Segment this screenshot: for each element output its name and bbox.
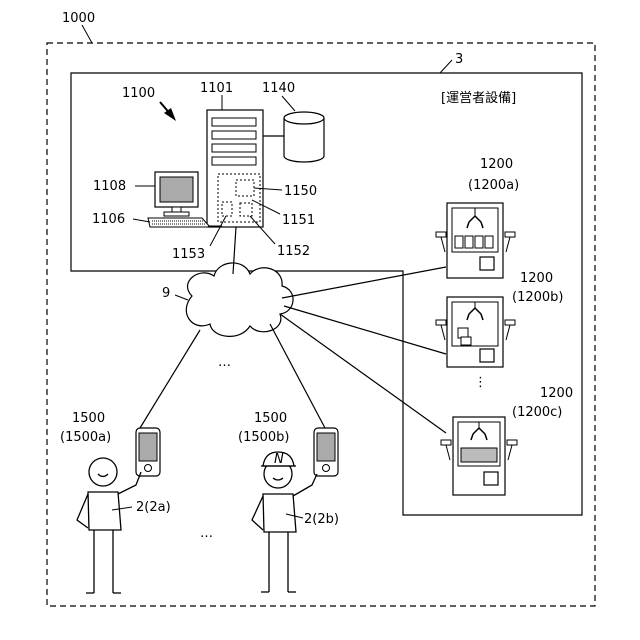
proc-1151-label: 1151	[282, 213, 315, 228]
database-label: 1140	[262, 81, 295, 96]
user-b-cap-letter: N	[274, 452, 284, 467]
machine-a-sublabel: (1200a)	[468, 178, 519, 193]
phone-b-label: 1500	[254, 411, 287, 426]
network-cloud	[186, 263, 293, 336]
monitor-label: 1108	[93, 179, 126, 194]
phone-a-sublabel: (1500a)	[60, 430, 111, 445]
crane-machine-a	[436, 203, 515, 278]
machine-c-label: 1200	[540, 386, 573, 401]
server-label: 1101	[200, 81, 233, 96]
smartphone-b	[314, 428, 338, 476]
database-leader	[282, 96, 295, 111]
keyboard-icon	[148, 218, 210, 227]
server-tower	[207, 110, 263, 227]
keyboard-leader	[133, 219, 150, 222]
link-network-machine-c	[280, 314, 446, 433]
network-ellipsis: …	[218, 355, 231, 370]
crane-machine-b	[436, 297, 515, 367]
monitor-icon	[155, 172, 198, 216]
facility-name-label: [運営者設備]	[441, 90, 516, 106]
keyboard-label: 1106	[92, 212, 125, 227]
proc-1153-label: 1153	[172, 247, 205, 262]
system-leader	[82, 25, 92, 43]
proc-1150-label: 1150	[284, 184, 317, 199]
facility-leader	[440, 60, 452, 73]
user-a-figure	[77, 458, 141, 593]
machine-b-label: 1200	[520, 271, 553, 286]
facility-ref-label: 3	[455, 52, 463, 67]
system-label: 1000	[62, 11, 95, 26]
phone-b-sublabel: (1500b)	[238, 430, 289, 445]
users-ellipsis: …	[200, 526, 213, 541]
link-network-phone-a	[140, 330, 200, 428]
server-group-label: 1100	[122, 86, 155, 101]
link-network-machine-b	[284, 306, 446, 354]
database-icon	[284, 112, 324, 162]
network-label: 9	[162, 286, 170, 301]
link-network-machine-a	[282, 267, 446, 298]
crane-machine-c	[441, 417, 517, 495]
user-b-label: 2(2b)	[304, 512, 339, 527]
machine-c-sublabel: (1200c)	[512, 405, 562, 420]
proc-1152-label: 1152	[277, 244, 310, 259]
user-a-label: 2(2a)	[136, 500, 171, 515]
phone-a-label: 1500	[72, 411, 105, 426]
network-leader	[175, 295, 188, 300]
machine-a-label: 1200	[480, 157, 513, 172]
machines-vertical-ellipsis: ⋮	[474, 375, 487, 390]
machine-b-sublabel: (1200b)	[512, 290, 563, 305]
smartphone-a	[136, 428, 160, 476]
